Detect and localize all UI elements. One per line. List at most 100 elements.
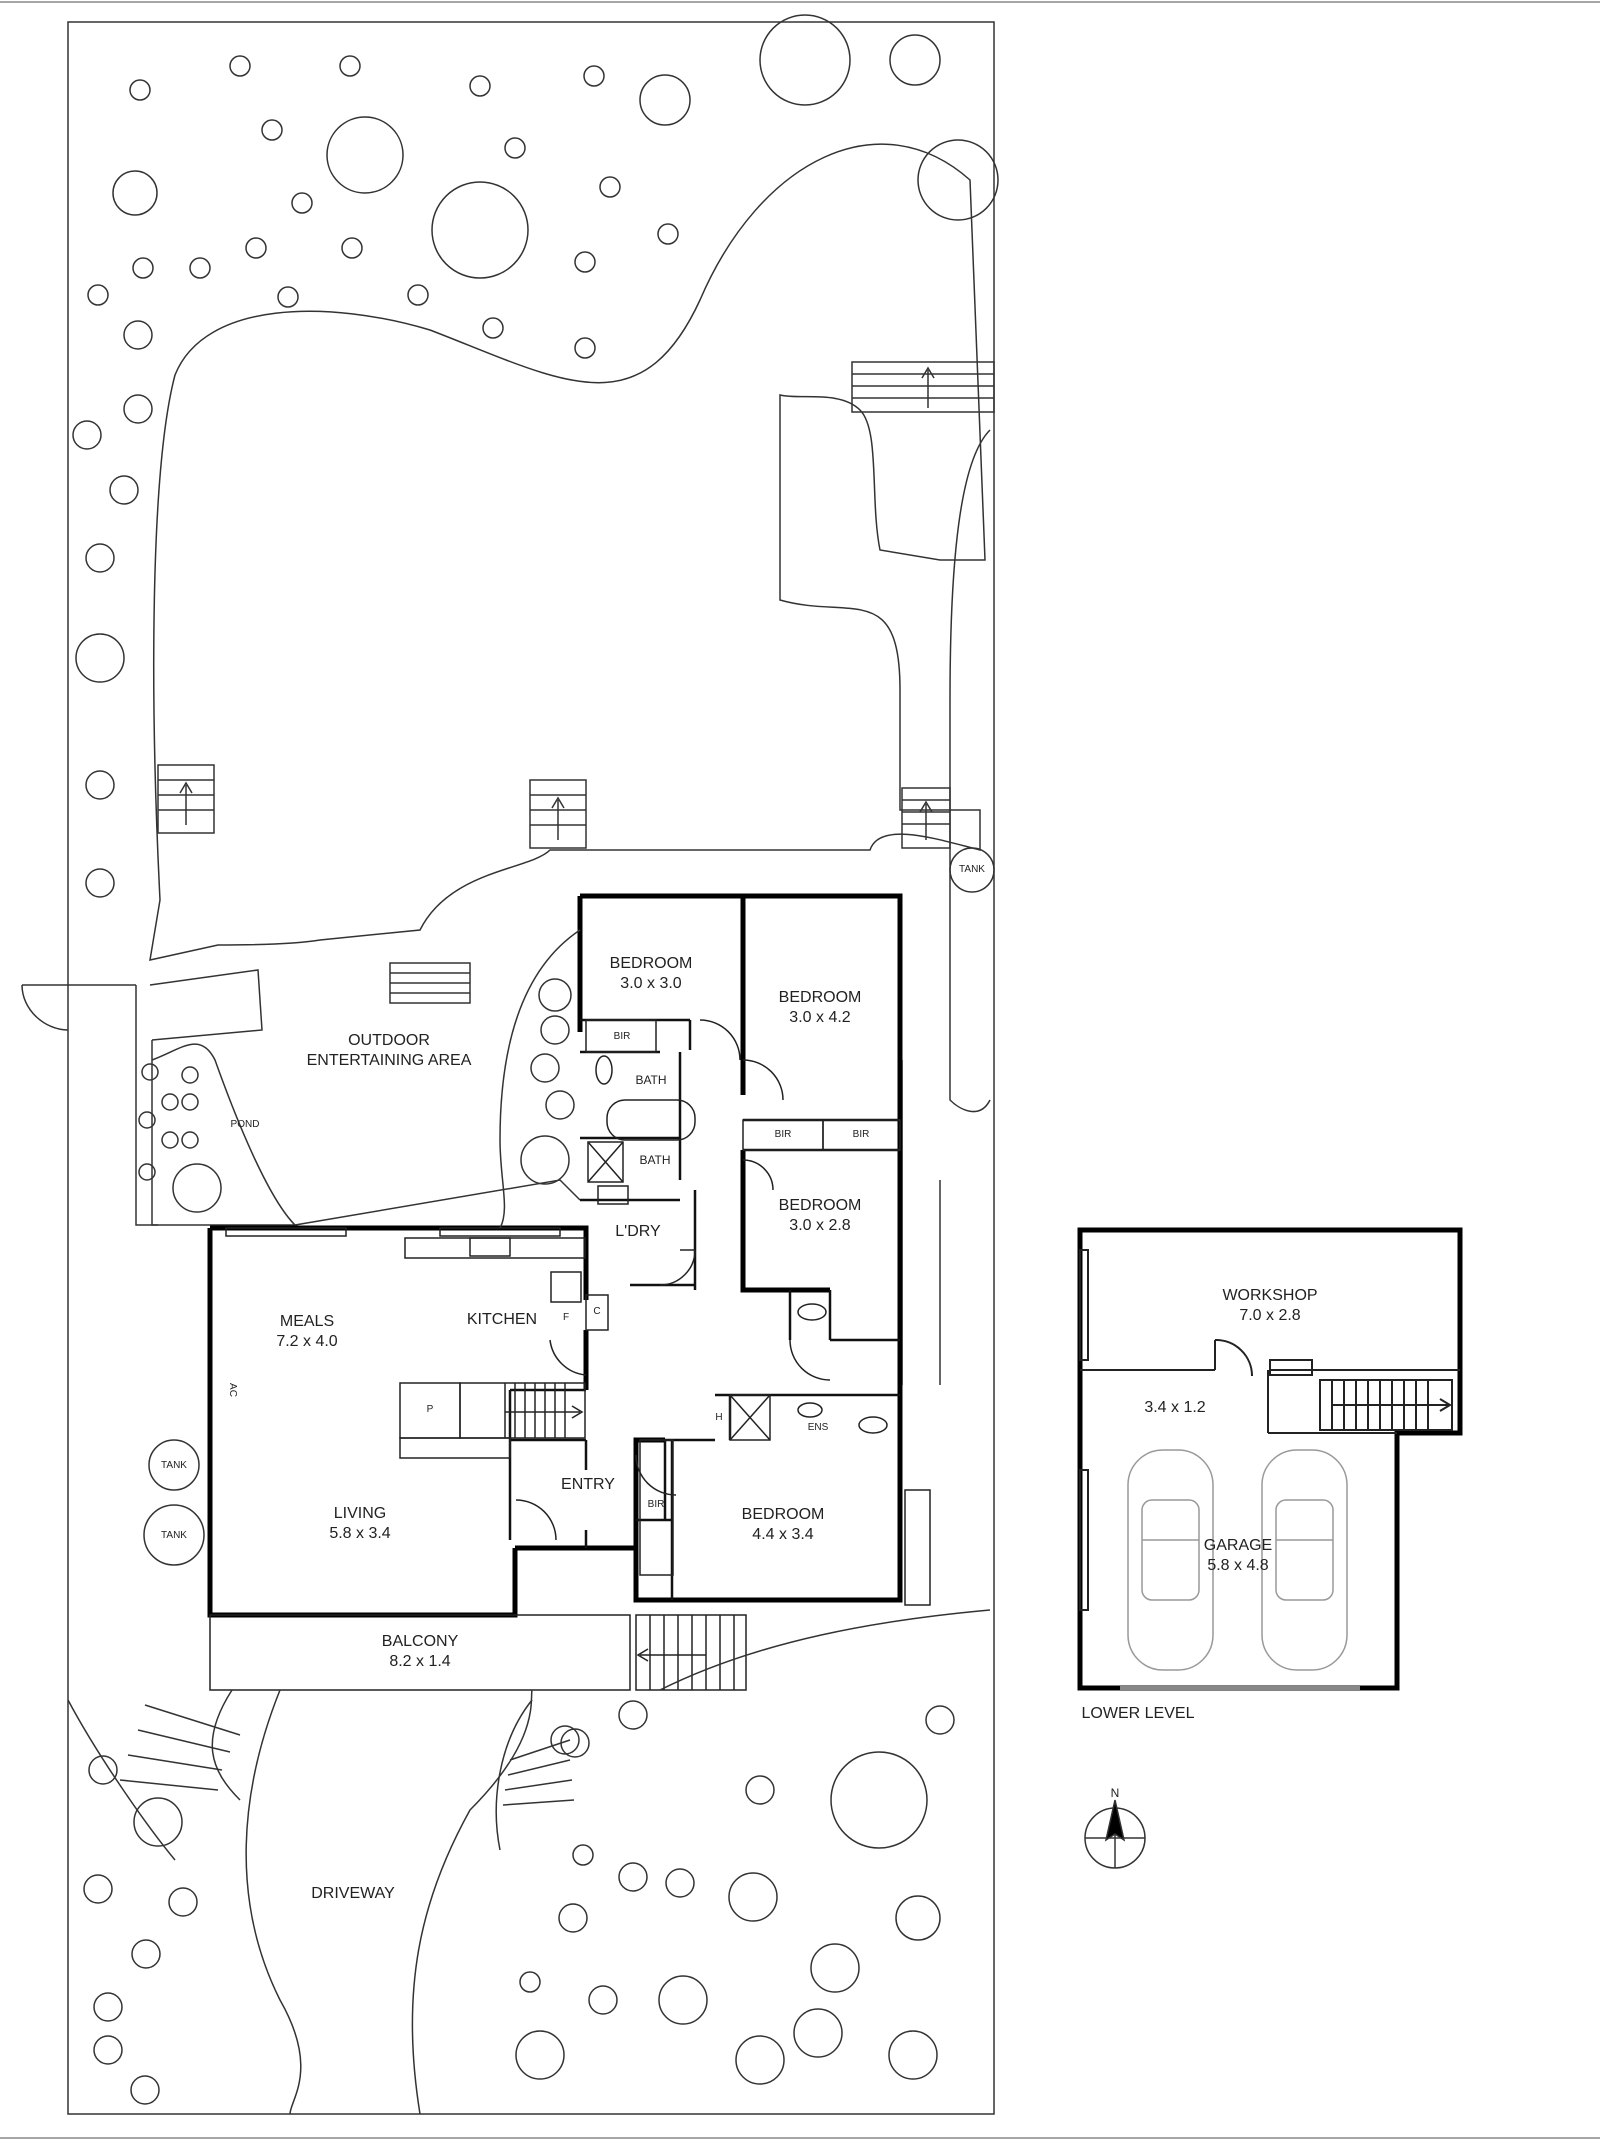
steps-top-right xyxy=(851,361,995,413)
tree-icon xyxy=(618,1700,648,1730)
tree-icon xyxy=(181,1131,199,1149)
tree-icon xyxy=(618,1862,648,1892)
bir-label: BIR xyxy=(647,1499,665,1510)
car-icon xyxy=(1127,1449,1214,1671)
tree-icon xyxy=(141,1063,159,1081)
tree-icon xyxy=(560,1728,590,1758)
tree-icon xyxy=(339,55,361,77)
tree-icon xyxy=(583,65,605,87)
tree-icon xyxy=(181,1093,199,1111)
tank-label: TANK xyxy=(161,1530,187,1541)
tree-icon xyxy=(588,1985,618,2015)
tree-icon xyxy=(540,1015,570,1045)
tree-icon xyxy=(87,284,109,306)
lawn-outline xyxy=(149,143,986,961)
pond-label: POND xyxy=(230,1119,260,1130)
kitchen-label: KITCHEN xyxy=(466,1311,538,1328)
tree-icon xyxy=(172,1163,222,1213)
tank-label: TANK xyxy=(161,1460,187,1471)
tree-icon xyxy=(189,257,211,279)
trees xyxy=(72,14,999,2105)
tree-icon xyxy=(131,1939,161,1969)
tree-icon xyxy=(519,1971,541,1993)
store-label: 3.4 x 1.2 xyxy=(1144,1399,1206,1416)
bath-label: BATH xyxy=(639,1153,671,1167)
car-icon xyxy=(1261,1449,1348,1671)
laundry-label: L'DRY xyxy=(615,1223,661,1240)
tree-icon xyxy=(168,1887,198,1917)
steps-middle xyxy=(529,779,587,849)
tree-icon xyxy=(161,1093,179,1111)
tree-icon xyxy=(545,1090,575,1120)
tree-icon xyxy=(572,1844,594,1866)
tree-icon xyxy=(277,286,299,308)
tree-icon xyxy=(550,1725,580,1755)
tree-icon xyxy=(85,868,115,898)
ensuite-label: ENS xyxy=(807,1422,829,1433)
pantry-label: P xyxy=(426,1404,434,1415)
tree-icon xyxy=(469,75,491,97)
bbq-brick xyxy=(389,962,471,1004)
fridge-label: F xyxy=(562,1312,570,1323)
tree-icon xyxy=(793,2008,843,2058)
tree-icon xyxy=(129,79,151,101)
tree-icon xyxy=(326,116,404,194)
tree-icon xyxy=(520,1135,570,1185)
curved-steps xyxy=(119,1704,241,1791)
tree-icon xyxy=(261,119,283,141)
bath-label: BATH xyxy=(635,1073,667,1087)
tree-icon xyxy=(810,1943,860,1993)
tree-icon xyxy=(925,1705,955,1735)
tree-icon xyxy=(538,978,572,1012)
tree-icon xyxy=(558,1903,588,1933)
tree-icon xyxy=(75,633,125,683)
tree-icon xyxy=(504,137,526,159)
tree-icon xyxy=(138,1111,156,1129)
tree-icon xyxy=(132,257,154,279)
tree-icon xyxy=(665,1868,695,1898)
tree-icon xyxy=(431,181,529,279)
tree-icon xyxy=(407,284,429,306)
ac-label: AC xyxy=(227,1383,238,1397)
tree-icon xyxy=(917,139,999,221)
tree-icon xyxy=(728,1872,778,1922)
north-arrow-icon xyxy=(1084,1799,1146,1869)
steps-left xyxy=(157,764,215,834)
tree-icon xyxy=(745,1775,775,1805)
tree-icon xyxy=(123,320,153,350)
tree-icon xyxy=(658,1975,708,2025)
tree-icon xyxy=(85,543,115,573)
tree-icon xyxy=(181,1066,199,1084)
entry-label: ENTRY xyxy=(561,1476,615,1493)
tree-icon xyxy=(735,2035,785,2085)
steps-right xyxy=(901,787,951,849)
tree-icon xyxy=(123,394,153,424)
tree-icon xyxy=(530,1053,560,1083)
tree-icon xyxy=(895,1895,941,1941)
tree-icon xyxy=(93,1992,123,2022)
driveway-label: DRIVEWAY xyxy=(311,1885,395,1902)
tree-icon xyxy=(112,170,158,216)
tree-icon xyxy=(138,1163,156,1181)
tree-icon xyxy=(599,176,621,198)
tree-icon xyxy=(341,237,363,259)
tree-icon xyxy=(830,1751,928,1849)
tree-icon xyxy=(88,1755,118,1785)
tank-icon xyxy=(949,847,995,893)
bir-label: BIR xyxy=(774,1129,792,1140)
tree-icon xyxy=(93,2035,123,2065)
tree-icon xyxy=(515,2030,565,2080)
bir-label: BIR xyxy=(613,1031,631,1042)
tree-icon xyxy=(574,337,596,359)
tank-icon xyxy=(143,1504,205,1566)
tank-label: TANK xyxy=(959,864,985,875)
